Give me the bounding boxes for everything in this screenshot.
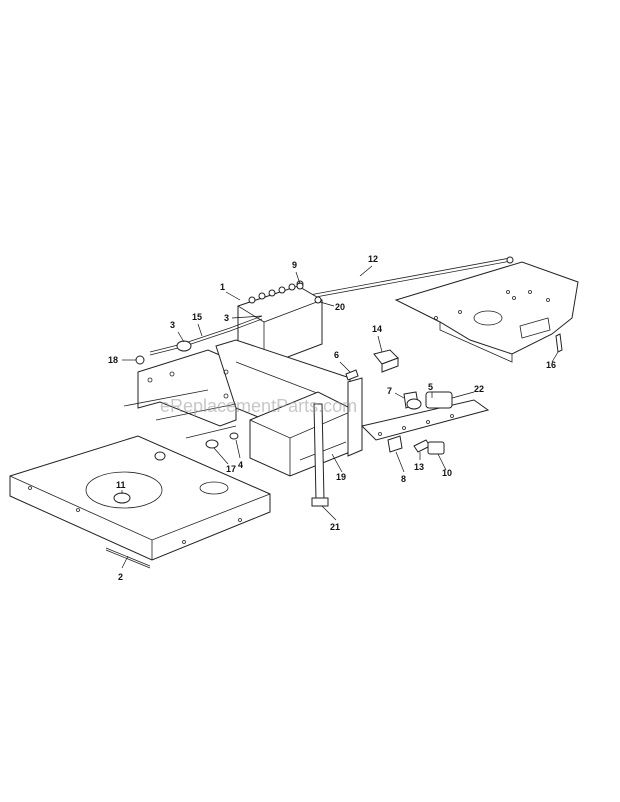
battery-cable [149,315,263,356]
callout-3b: 3 [224,313,229,323]
switch-14 [373,349,399,373]
callout-14: 14 [372,324,382,334]
callout-16: 16 [546,360,556,370]
callout-12: 12 [368,254,378,264]
callout-6: 6 [334,350,339,360]
callout-15: 15 [192,312,202,322]
callout-19: 19 [336,472,346,482]
callout-10: 10 [442,468,452,478]
callout-3a: 3 [170,320,175,330]
callout-11: 11 [116,480,126,490]
long-rod [303,256,514,300]
clip-20 [314,296,322,304]
callout-17: 17 [226,464,236,474]
callout-22: 22 [474,384,484,394]
grommet-17 [205,439,219,449]
hold-down-strap [311,403,329,507]
connector-8 [387,435,403,453]
switch-10 [427,441,445,455]
callout-7: 7 [387,386,392,396]
callout-8: 8 [401,474,406,484]
leader-lines [121,265,559,569]
rear-deck-plate [394,261,579,363]
switch-mount-plate [347,377,490,457]
callout-9: 9 [292,260,297,270]
callout-18: 18 [108,355,118,365]
nut-6 [345,369,359,381]
callout-2: 2 [118,572,123,582]
front-deck-plate [9,435,271,561]
callout-21: 21 [330,522,340,532]
watermark: eReplacementParts.com [160,396,357,416]
callouts: 1 2 3 3 4 5 6 7 8 9 10 11 12 13 14 15 16… [108,254,556,582]
callout-5: 5 [428,382,433,392]
callout-4: 4 [238,460,243,470]
callout-1: 1 [220,282,225,292]
nut-4 [229,432,239,440]
callout-13: 13 [414,462,424,472]
washer-18 [135,355,145,365]
relay-5-22 [406,391,453,410]
callout-20: 20 [335,302,345,312]
fastener-16 [555,333,563,353]
rod-2 [105,547,151,569]
